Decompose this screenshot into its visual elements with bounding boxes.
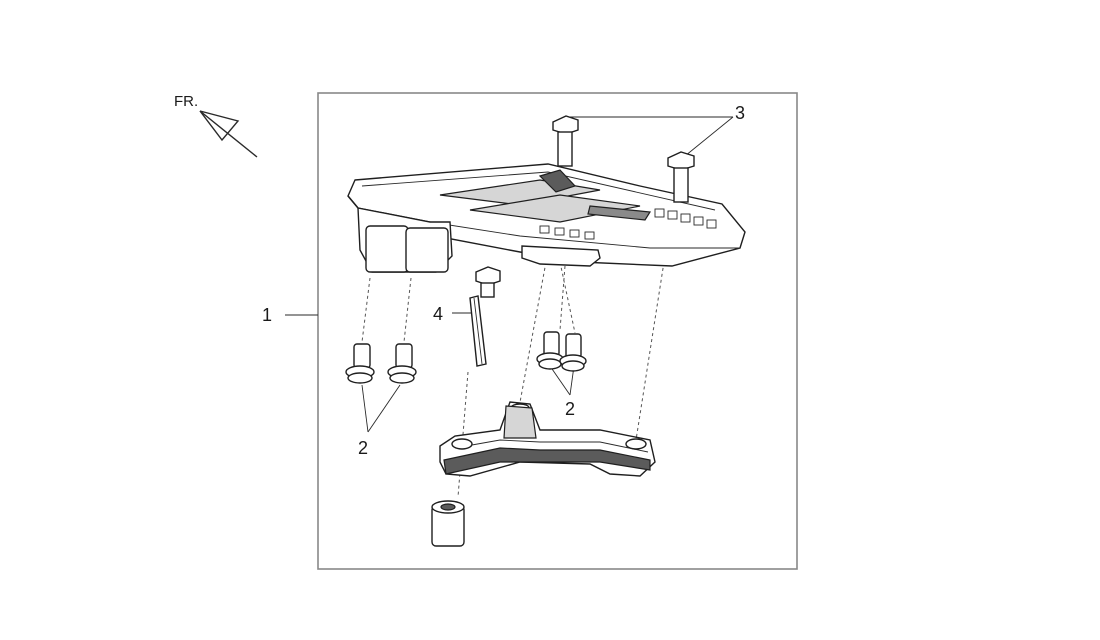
carrier-rib-slots xyxy=(539,208,717,240)
flange-bolt-2-left-a xyxy=(345,343,375,384)
bolt-3-left xyxy=(552,115,579,167)
rear-carrier-rack xyxy=(347,163,746,273)
callout-part-2-left: 2 xyxy=(358,438,369,458)
front-direction-arrow-icon xyxy=(199,110,258,158)
assembly-frame xyxy=(317,92,798,570)
leader-lines xyxy=(285,116,734,433)
flange-bolt-2-right-b xyxy=(559,333,587,372)
callout-part-3: 3 xyxy=(735,103,746,123)
callout-part-4: 4 xyxy=(433,304,444,324)
callout-part-2-right: 2 xyxy=(565,399,576,419)
mounting-bracket xyxy=(439,401,656,477)
flange-bolt-2-left-b xyxy=(387,343,417,384)
bolt-3-right xyxy=(667,151,695,203)
flange-bolt-2-right-a xyxy=(536,331,564,370)
front-direction-label: FR. xyxy=(174,93,199,110)
spacer-collar xyxy=(431,500,465,547)
bolt-4 xyxy=(469,266,501,367)
assembly-centerlines xyxy=(361,261,665,498)
callout-part-1: 1 xyxy=(262,305,273,325)
